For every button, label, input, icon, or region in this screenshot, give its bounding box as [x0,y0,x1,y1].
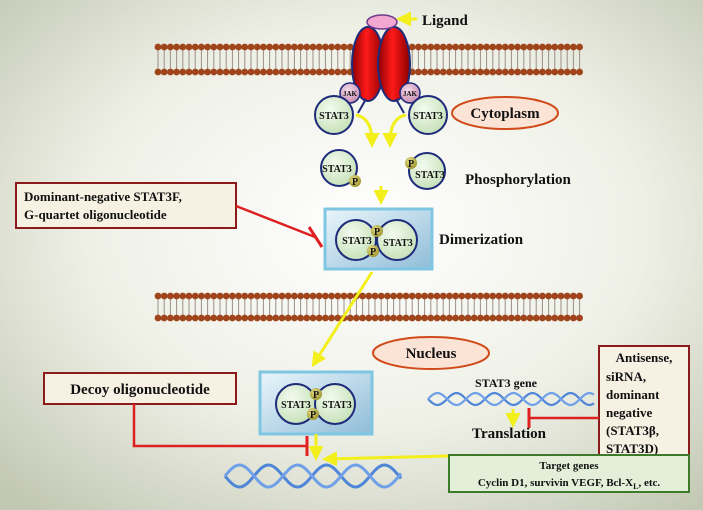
svg-text:siRNA,: siRNA, [606,369,646,384]
decoy-inhibition [132,404,309,456]
svg-text:P: P [310,410,316,421]
svg-text:STAT3: STAT3 [415,170,445,181]
decoy-box: Decoy oligonucleotide [43,372,237,405]
stat3-left-inactive: STAT3 [314,95,354,135]
receptor [351,26,411,114]
svg-text:Cyclin D1, survivin VEGF, Bcl-: Cyclin D1, survivin VEGF, Bcl-XL, etc. [478,477,661,491]
phosphorylation-label: Phosphorylation [465,172,572,188]
svg-text:JAK: JAK [403,90,418,98]
phosphorylation-arrow-left [355,113,380,148]
nucleus-ellipse [372,336,490,370]
svg-text:STAT3: STAT3 [413,111,443,122]
stat3-left-phosphorylated: STAT3 P [320,149,361,188]
ligand-shape [366,14,398,30]
svg-text:STAT3: STAT3 [322,164,352,175]
svg-text:Dominant-negative STAT3F,: Dominant-negative STAT3F, [24,189,182,204]
svg-text:P: P [408,159,414,170]
cytoplasm-label: Cytoplasm [470,106,540,122]
svg-text:STAT3: STAT3 [319,111,349,122]
antisense-inhibition [527,408,599,428]
svg-text:Target genes: Target genes [539,460,599,472]
stat3-right-phosphorylated: STAT3 P [405,152,446,190]
svg-text:negative: negative [606,405,652,420]
nucleus-label: Nucleus [406,346,457,362]
nuclear-translocation-arrow [311,271,374,368]
cell-membrane [154,43,583,76]
svg-text:P: P [352,177,358,188]
antisense-box: Antisense, siRNA, dominant negative (STA… [598,345,690,463]
svg-text:Decoy oligonucleotide: Decoy oligonucleotide [70,382,210,398]
target-genes-box: Target genes Cyclin D1, survivin VEGF, B… [448,454,690,493]
svg-text:STAT3: STAT3 [342,236,372,247]
svg-text:STAT3: STAT3 [322,400,352,411]
svg-text:STAT3: STAT3 [383,238,413,249]
dominant-negative-inhibition [235,204,324,248]
cytoplasm-ellipse [451,96,559,130]
dominant-negative-box: Dominant-negative STAT3F, G-quartet olig… [15,182,237,229]
svg-text:P: P [374,227,380,238]
svg-text:JAK: JAK [343,90,358,98]
svg-text:G-quartet oligonucleotide: G-quartet oligonucleotide [24,207,167,222]
stat3-right-inactive: STAT3 [408,95,448,135]
svg-text:Antisense,: Antisense, [616,350,673,365]
stat3-gene-label: STAT3 gene [475,376,538,390]
ligand-label: Ligand [422,13,469,29]
stat3-gene-helix [427,391,595,407]
dimerization-label: Dimerization [439,232,524,248]
nuclear-dimer-box: STAT3 STAT3 P P [258,370,374,436]
jak-right: JAK [399,82,421,104]
svg-text:STAT3: STAT3 [281,400,311,411]
translation-label: Translation [472,426,547,442]
svg-text:P: P [313,390,319,401]
target-dna-helix [223,463,403,489]
svg-text:dominant: dominant [606,387,660,402]
svg-text:STAT3D): STAT3D) [606,441,658,456]
nuclear-membrane [154,292,583,322]
target-gene-arrow [322,451,449,467]
dimer-box: STAT3 STAT3 P P [323,207,434,271]
svg-text:P: P [370,247,376,258]
svg-text:(STAT3β,: (STAT3β, [606,423,659,438]
phosphorylation-arrow-right [382,113,407,148]
